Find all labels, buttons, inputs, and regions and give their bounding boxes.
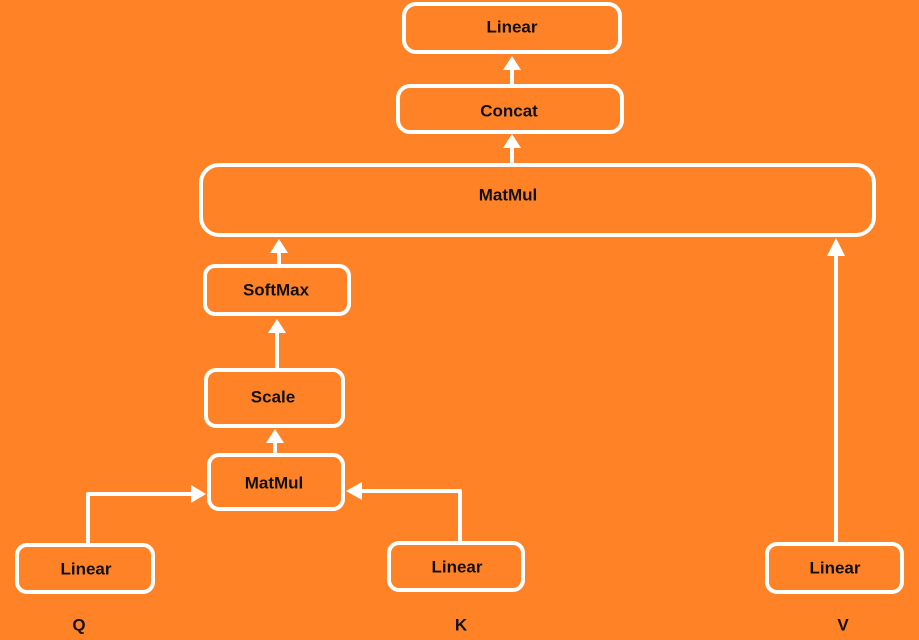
scale-label: Scale <box>251 388 295 407</box>
linear-v-box <box>765 542 904 594</box>
matmul-bottom-box <box>207 453 345 511</box>
input-k-label: K <box>455 616 468 635</box>
linear-q-box <box>15 543 155 594</box>
matmul-top-label: MatMul <box>479 186 538 205</box>
linear-v-label: Linear <box>809 559 860 578</box>
arrowhead-matmul-top-left <box>270 239 288 253</box>
arrowhead-matmul-from-k <box>346 482 362 500</box>
linear-k-label: Linear <box>431 558 482 577</box>
softmax-box <box>203 264 351 316</box>
concat-label: Concat <box>480 102 538 121</box>
linear-output-box <box>402 2 622 54</box>
linear-k-box <box>387 541 525 592</box>
input-q-label: Q <box>72 616 85 635</box>
arrowhead-matmul-from-q <box>191 485 206 503</box>
softmax-label: SoftMax <box>243 281 310 300</box>
arrowhead-scale <box>266 429 284 443</box>
matmul-bottom-label: MatMul <box>245 474 304 493</box>
arrowhead-matmul-top-right <box>827 238 845 256</box>
arrowhead-softmax <box>268 319 286 333</box>
arrowhead-concat <box>503 134 521 148</box>
linear-output-label: Linear <box>486 18 537 37</box>
linear-q-label: Linear <box>60 560 111 579</box>
edge-k-to-matmul <box>360 489 462 544</box>
input-v-label: V <box>837 616 849 635</box>
concat-box <box>396 84 624 134</box>
arrowhead-linear <box>503 56 521 70</box>
scale-box <box>204 368 345 428</box>
edge-q-to-matmul <box>86 492 194 546</box>
matmul-top-box <box>199 163 876 237</box>
